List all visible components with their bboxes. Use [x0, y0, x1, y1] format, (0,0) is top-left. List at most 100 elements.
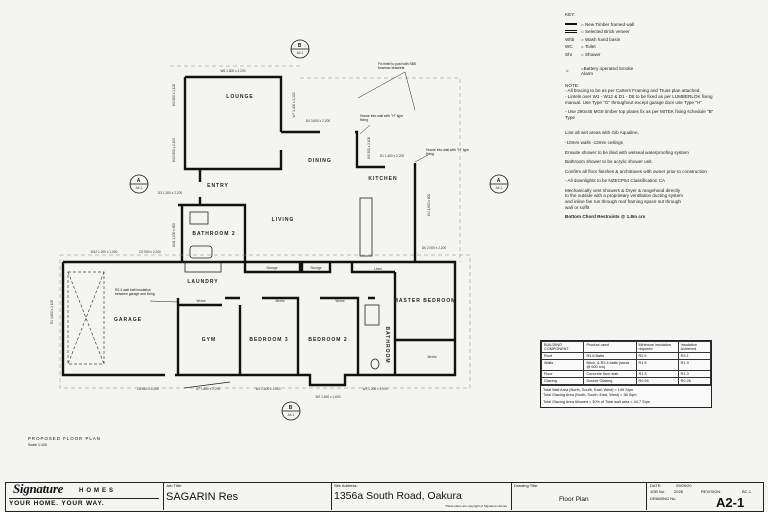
- room-lounge: LOUNGE: [226, 94, 253, 100]
- cell: R0.26: [677, 377, 712, 385]
- note: - All bracing to be as per Carters Frami…: [565, 88, 701, 94]
- drawing-no: A2-1: [716, 495, 745, 510]
- note: - Use 290x45 MG8 timber top plates fix a…: [565, 109, 714, 120]
- section-b-top: B: [298, 43, 303, 49]
- cell: R1.9: [635, 359, 679, 371]
- plan-title: PROPOSED FLOOR PLAN: [28, 436, 101, 441]
- key-symbol: WC: [565, 44, 573, 50]
- cell: R0.26: [635, 377, 679, 385]
- room-kitchen: KITCHEN: [368, 176, 397, 182]
- key-item: WC = Toilet: [565, 44, 715, 50]
- cell: Brick, & R2.4 batts (studs @ 600 crs): [583, 359, 637, 371]
- section-markers: [129, 39, 509, 421]
- room-gym: GYM: [202, 337, 216, 343]
- dim-d1-kitchen: D1 1,400 x 2,200: [380, 154, 405, 158]
- room-dining: DINING: [308, 158, 332, 164]
- header-cell: BUILDING COMPONENT: [540, 341, 585, 353]
- key-text: = Shower: [581, 51, 601, 57]
- cell: R1.3: [635, 370, 679, 378]
- logo-box: Signature HOMES YOUR HOME. YOUR WAY.: [5, 482, 164, 510]
- section-sheet: A4-1: [297, 51, 304, 55]
- key-legend: KEY: = New Timber framed wall = Selected…: [565, 12, 715, 224]
- drawing-title-label: Drawing Title:: [514, 483, 539, 488]
- room-labels: LOUNGE DINING ENTRY LIVING KITCHEN BATHR…: [114, 94, 455, 364]
- section-a-right: A: [497, 178, 502, 184]
- smoke-alarm-icon: ☼: [565, 68, 570, 74]
- cell: Double Glazing: [583, 377, 637, 385]
- note: - All downlights to be NZECP54 Classific…: [565, 178, 666, 184]
- date: 29/09/20: [676, 483, 692, 488]
- key-item: Shr= Shower: [565, 52, 715, 58]
- dim-w12: W12 1,200 x 1,000: [91, 250, 118, 254]
- dim-d3: D3 1,300 x 2,200: [158, 191, 183, 195]
- roof-outline: [59, 65, 471, 389]
- room-living: LIVING: [272, 217, 295, 223]
- signature-homes-logo: Signature: [13, 481, 64, 496]
- total-line: Total Glazing Area Allowed = 30% of Tota…: [543, 400, 650, 404]
- key-text: =Battery operated Smoke Alarm: [581, 65, 634, 77]
- dim-d7: D7 1,800 x 2,200: [196, 387, 221, 391]
- job-no: 2028: [674, 489, 683, 494]
- logo-homes: HOMES: [79, 488, 117, 494]
- room-garage: GARAGE: [114, 317, 142, 323]
- dim-w9: W9 800 x 2,100: [172, 84, 176, 107]
- table-header: BUILDING COMPONENT Product used Minimum …: [540, 341, 712, 353]
- cell: Floor: [540, 370, 585, 378]
- job-title: SAGARIN Res: [166, 491, 239, 503]
- key-item: = Selected Brick veneer: [565, 29, 715, 35]
- note: Bathroom shower to be acrylic shower uni…: [565, 159, 653, 165]
- key-symbol: Whb: [565, 36, 575, 42]
- total-line: Total Glazing Area (North, South, East, …: [543, 393, 637, 397]
- dimension-labels: W6 1,800 x 2,200 W9 800 x 2,100 W10 800 …: [50, 69, 446, 399]
- date-label: DATE:: [650, 483, 662, 488]
- room-bedroom-2: BEDROOM 2: [308, 337, 347, 343]
- room-wrobe-bed3: Wrobe: [275, 299, 285, 303]
- site-address-label: Site Address:: [334, 483, 358, 488]
- key-title: KEY:: [565, 12, 576, 17]
- dim-d2: D2 900 x 2,200: [139, 250, 161, 254]
- note: -10mm walls -13mm ceilings: [565, 139, 623, 145]
- header-cell: Product used: [583, 341, 637, 353]
- note: Bottom Chord Restraints @ 1.8m crs: [565, 214, 646, 220]
- dim-w6: W6 1,800 x 2,200: [221, 69, 246, 73]
- revision-label: REVISION.: [701, 489, 722, 494]
- key-item: = New Timber framed wall: [565, 22, 715, 28]
- job-title-label: Job Title:: [166, 483, 183, 488]
- dim-w10: W10 800 x 2,100: [172, 138, 176, 162]
- section-b-bottom: B: [289, 405, 294, 411]
- room-wrobe-master: Wrobe: [427, 355, 437, 359]
- cell: Concrete floor slab: [583, 370, 637, 378]
- dim-w3: W3 1,200 x 1,000: [363, 387, 388, 391]
- house-wall-note-1: House into wall with "H" type fixing: [360, 114, 404, 122]
- cell: R1.9: [677, 359, 712, 371]
- cell: R1.3: [677, 370, 712, 378]
- key-text: = Toilet: [581, 44, 596, 50]
- table-totals: Total Wall Area (North, South, East, Wes…: [541, 385, 711, 407]
- room-storage-2: Storage: [310, 266, 321, 270]
- section-sheet: A4-1: [288, 413, 295, 417]
- cell: R3.1: [677, 352, 712, 360]
- room-bedroom-3: BEDROOM 3: [249, 337, 288, 343]
- drawing-info-box: DATE: 29/09/20 JOB No. 2028 REVISION. BC…: [646, 482, 762, 510]
- cell: R2.9: [635, 352, 679, 360]
- room-wrobe-bed2: Wrobe: [335, 299, 345, 303]
- house-wall-note-2: House into wall with "H" type fixing: [426, 148, 470, 156]
- room-linen: Linen: [374, 267, 382, 271]
- annotations: Fix lintel to post with SBS bowmac brack…: [115, 62, 470, 303]
- walls: [61, 75, 457, 387]
- total-line: Total Wall Area (North, South, East, Wes…: [543, 388, 634, 392]
- job-title-box: Job Title: SAGARIN Res: [163, 482, 332, 510]
- room-wrobe-gym: Wrobe: [196, 299, 206, 303]
- site-address: 1356a South Road, Oakura: [334, 490, 462, 502]
- note: Mechanically vent showers & Dryer & rang…: [565, 187, 683, 210]
- key-item: ☼ =Battery operated Smoke Alarm: [565, 66, 715, 77]
- dim-w7: W7 1,400 x 2,100: [292, 92, 296, 117]
- garage-insulation-note: R2.4 wall batt insulation between garage…: [115, 288, 155, 296]
- room-entry: ENTRY: [207, 183, 229, 189]
- note: Line all wet areas with Gib Aqualine,: [565, 130, 639, 136]
- note: Ensuite shower to be tiled with wetseal …: [565, 149, 689, 155]
- room-bathroom: BATHROOM: [384, 326, 390, 363]
